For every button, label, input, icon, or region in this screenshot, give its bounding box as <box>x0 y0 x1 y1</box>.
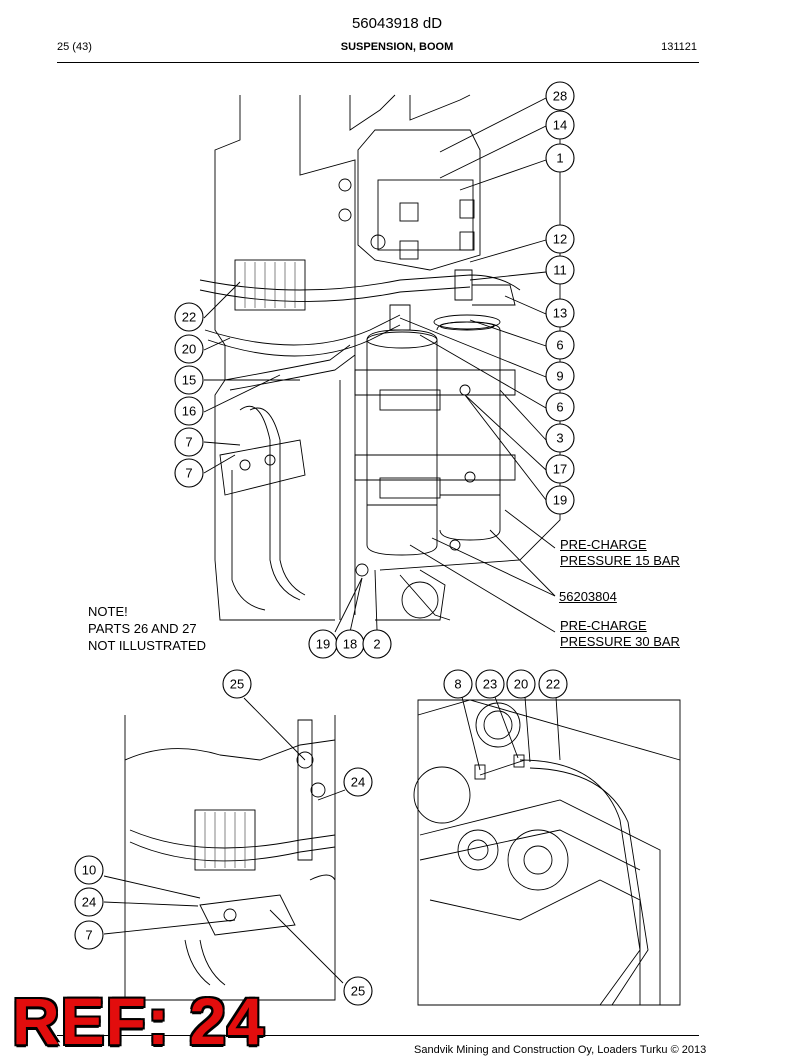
callout-label: 7 <box>185 466 192 481</box>
precharge-15-line1: PRE-CHARGE <box>560 537 647 552</box>
callout-2: 2 <box>362 629 392 659</box>
callout-25: 25 <box>222 669 252 699</box>
callout-label: 1 <box>556 151 563 166</box>
detail-left-linework <box>124 715 336 1001</box>
precharge-30-line1: PRE-CHARGE <box>560 618 647 633</box>
callout-25b: 25 <box>343 976 373 1006</box>
callout-label: 19 <box>316 637 330 652</box>
callout-20b: 20 <box>506 669 536 699</box>
callout-17: 17 <box>545 454 575 484</box>
precharge-15-annotation: PRE-CHARGE PRESSURE 15 BAR <box>560 537 680 569</box>
note-block: NOTE! PARTS 26 AND 27 NOT ILLUSTRATED <box>88 603 206 654</box>
precharge-15-line2: PRESSURE 15 BAR <box>560 553 680 568</box>
callout-22: 22 <box>174 302 204 332</box>
callout-9: 9 <box>545 361 575 391</box>
detail-right-linework <box>413 699 681 1006</box>
callout-13: 13 <box>545 298 575 328</box>
callout-label: 22 <box>182 310 196 325</box>
callout-28: 28 <box>545 81 575 111</box>
callout-7b: 7 <box>174 458 204 488</box>
callout-label: 12 <box>553 232 567 247</box>
callout-label: 18 <box>343 637 357 652</box>
leader-lines <box>103 97 561 984</box>
callout-label: 16 <box>182 404 196 419</box>
callout-label: 6 <box>556 338 563 353</box>
note-line3: NOT ILLUSTRATED <box>88 638 206 653</box>
callout-label: 7 <box>185 435 192 450</box>
callout-24: 24 <box>343 767 373 797</box>
callout-7c: 7 <box>74 920 104 950</box>
date-code: 131121 <box>661 41 697 53</box>
callout-12: 12 <box>545 224 575 254</box>
callout-19b: 19 <box>308 629 338 659</box>
callout-label: 6 <box>556 400 563 415</box>
callout-15: 15 <box>174 365 204 395</box>
callout-18: 18 <box>335 629 365 659</box>
callout-label: 11 <box>553 263 567 278</box>
callout-label: 8 <box>454 677 461 692</box>
callout-label: 7 <box>85 928 92 943</box>
callout-label: 24 <box>351 775 365 790</box>
callout-label: 25 <box>351 984 365 999</box>
callout-label: 19 <box>553 493 567 508</box>
callout-label: 24 <box>82 895 96 910</box>
precharge-30-annotation: PRE-CHARGE PRESSURE 30 BAR <box>560 618 680 650</box>
callout-19: 19 <box>545 485 575 515</box>
callout-label: 20 <box>514 677 528 692</box>
callout-20: 20 <box>174 334 204 364</box>
callout-10: 10 <box>74 855 104 885</box>
callout-label: 2 <box>373 637 380 652</box>
callout-label: 23 <box>483 677 497 692</box>
note-line1: NOTE! <box>88 604 128 619</box>
callout-label: 20 <box>182 342 196 357</box>
part-number-annotation: 56203804 <box>559 589 617 604</box>
callout-8: 8 <box>443 669 473 699</box>
callout-23: 23 <box>475 669 505 699</box>
callout-label: 9 <box>556 369 563 384</box>
callout-label: 3 <box>556 431 563 446</box>
callout-24b: 24 <box>74 887 104 917</box>
callout-6: 6 <box>545 330 575 360</box>
callout-label: 22 <box>546 677 560 692</box>
callout-6b: 6 <box>545 392 575 422</box>
header-rule <box>57 62 699 63</box>
main-view-linework <box>199 94 561 621</box>
footer-copyright: Sandvik Mining and Construction Oy, Load… <box>414 1044 707 1056</box>
document-number: 56043918 dD <box>351 15 443 32</box>
callout-11: 11 <box>545 255 575 285</box>
note-line2: PARTS 26 AND 27 <box>88 621 197 636</box>
section-title: SUSPENSION, BOOM <box>340 41 454 53</box>
callout-22b: 22 <box>538 669 568 699</box>
callout-label: 14 <box>553 118 567 133</box>
callout-label: 17 <box>553 462 567 477</box>
precharge-30-line2: PRESSURE 30 BAR <box>560 634 680 649</box>
callout-3: 3 <box>545 423 575 453</box>
ref-stamp: REF: 24 <box>12 984 265 1058</box>
callout-label: 25 <box>230 677 244 692</box>
callout-label: 15 <box>182 373 196 388</box>
callout-1: 1 <box>545 143 575 173</box>
callout-label: 10 <box>82 863 96 878</box>
callout-label: 28 <box>553 89 567 104</box>
footer-rule <box>57 1035 699 1036</box>
callout-label: 13 <box>553 306 567 321</box>
page-count: 25 (43) <box>57 41 92 53</box>
callout-7: 7 <box>174 427 204 457</box>
callout-14: 14 <box>545 110 575 140</box>
callout-16: 16 <box>174 396 204 426</box>
